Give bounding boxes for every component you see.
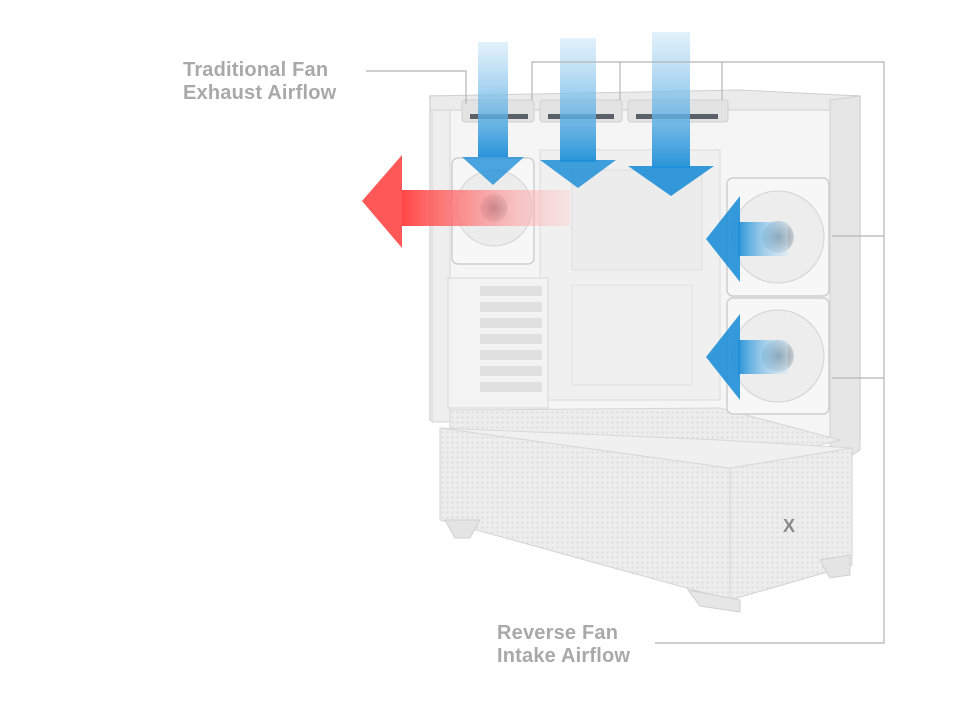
- intake-label-line2: Intake Airflow: [497, 645, 631, 667]
- intake-label-line1: Reverse Fan: [497, 622, 619, 644]
- front-intake-arrow-lower: [706, 314, 788, 400]
- top-intake-arrow-middle: [540, 38, 616, 188]
- exhaust-leader-line: [366, 70, 467, 104]
- rear-exhaust-arrow: [362, 155, 570, 248]
- pci-slots: [447, 277, 549, 409]
- exhaust-label-line1: Traditional Fan: [183, 59, 329, 81]
- exhaust-label-line2: Exhaust Airflow: [183, 82, 337, 104]
- intake-leader-line: [531, 61, 885, 644]
- tray-cutout-lower: [571, 284, 693, 386]
- brand-logo: X: [783, 516, 795, 536]
- case-foot-front: [686, 589, 741, 613]
- case-foot-left: [444, 519, 481, 539]
- top-intake-arrow-right: [628, 32, 714, 196]
- case-front-pillar: [829, 95, 861, 471]
- top-intake-arrow-left: [462, 42, 524, 185]
- exhaust-airflow-label: Traditional Fan Exhaust Airflow: [183, 59, 336, 105]
- case-rear-frame: [431, 109, 451, 423]
- brand-logo-text: X: [783, 516, 795, 536]
- front-intake-arrow-upper: [706, 196, 788, 282]
- psu-shroud-top: [439, 427, 853, 469]
- intake-airflow-label: Reverse Fan Intake Airflow: [497, 622, 630, 668]
- case-foot-right: [819, 554, 851, 579]
